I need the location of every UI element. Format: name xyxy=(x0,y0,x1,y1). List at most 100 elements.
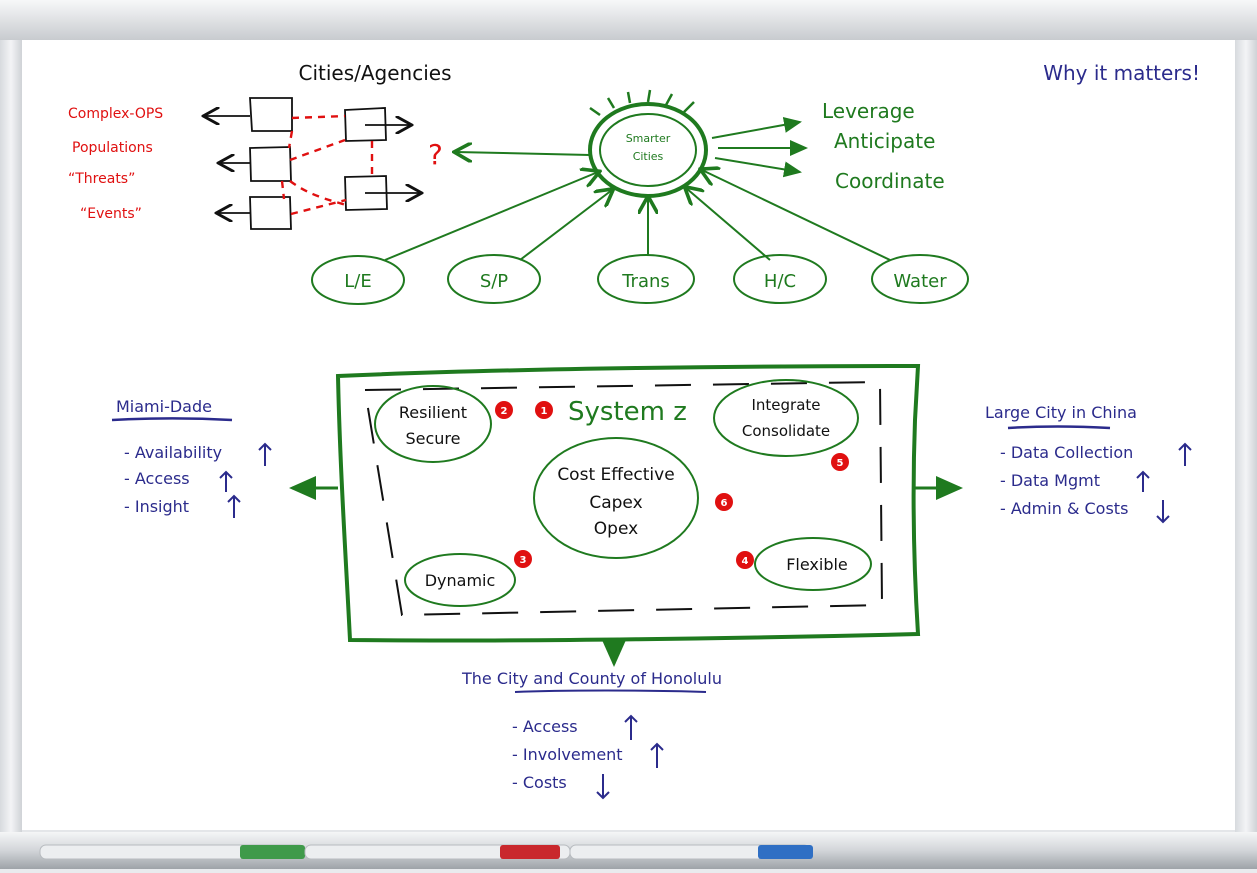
link-3-5 xyxy=(280,180,286,200)
miami-item-insight: - Insight xyxy=(124,497,189,516)
badge-4 xyxy=(736,551,754,569)
cities-agencies-title: Cities/Agencies xyxy=(298,61,451,85)
domain-oval-trans xyxy=(597,254,695,304)
hub-label-line2: Cities xyxy=(633,150,664,163)
badge-3-label: 3 xyxy=(520,555,527,566)
green-marker-cap xyxy=(240,845,305,859)
agency-box-2 xyxy=(344,107,387,142)
question-mark: ? xyxy=(428,138,443,171)
honolulu-underline xyxy=(514,689,707,693)
label-opex: Opex xyxy=(594,519,638,539)
miami-underline xyxy=(111,417,233,422)
badge-3 xyxy=(514,550,532,568)
link-3-4 xyxy=(289,180,347,207)
frame-left xyxy=(0,0,22,869)
link-1-2 xyxy=(291,114,346,120)
system-outer-border xyxy=(335,363,921,643)
hub-label-line1: Smarter xyxy=(626,132,671,145)
domain-sp: S/P xyxy=(480,271,508,292)
label-integrate: Integrate xyxy=(751,396,820,414)
label-cost-effective: Cost Effective xyxy=(557,465,674,485)
label-flexible: Flexible xyxy=(786,555,848,574)
up-arrow-icon xyxy=(1178,442,1192,466)
domain-ovals xyxy=(311,254,969,305)
china-item-data-collection: - Data Collection xyxy=(1000,443,1133,462)
up-arrow-icon xyxy=(227,494,241,518)
numbered-badges: 1 2 3 4 5 6 xyxy=(495,401,849,569)
board-surface xyxy=(22,40,1235,830)
up-arrow-icon xyxy=(1136,470,1150,492)
label-resilient: Resilient xyxy=(399,403,467,422)
china-title: Large City in China xyxy=(985,403,1137,422)
china-section: Large City in China - Data Collection - … xyxy=(985,403,1192,524)
driver-populations: Populations xyxy=(72,140,153,156)
system-dashed-border xyxy=(363,380,884,617)
link-3-2 xyxy=(289,138,346,162)
domain-le: L/E xyxy=(344,271,371,292)
up-arrow-icon xyxy=(258,442,272,466)
agency-links xyxy=(280,114,374,216)
miami-trend-icons xyxy=(219,442,272,518)
link-5-4 xyxy=(290,198,347,216)
miami-title: Miami-Dade xyxy=(116,397,212,416)
badge-2-label: 2 xyxy=(501,406,508,417)
label-capex: Capex xyxy=(589,493,642,513)
arrow-sp xyxy=(519,190,612,261)
outcome-leverage: Leverage xyxy=(822,99,915,123)
outcome-arrows xyxy=(711,116,808,178)
arrow-le xyxy=(384,172,598,261)
china-item-admin-costs: - Admin & Costs xyxy=(1000,499,1128,518)
honolulu-section: The City and County of Honolulu - Access… xyxy=(461,669,722,800)
red-marker-cap xyxy=(500,845,560,859)
tray-markers xyxy=(39,844,813,860)
system-title: System z xyxy=(568,397,687,427)
agency-box-5 xyxy=(249,196,292,230)
miami-item-access: - Access xyxy=(124,469,190,488)
arrow-water xyxy=(702,170,891,261)
badge-6-label: 6 xyxy=(721,498,728,509)
domain-oval-le xyxy=(311,255,405,305)
badge-1-label: 1 xyxy=(541,406,548,417)
miami-item-availability: - Availability xyxy=(124,443,222,462)
down-arrow-icon xyxy=(596,774,610,800)
why-it-matters-title: Why it matters! xyxy=(1043,61,1200,85)
badge-6 xyxy=(715,493,733,511)
honolulu-title: The City and County of Honolulu xyxy=(461,669,722,688)
label-consolidate: Consolidate xyxy=(742,422,830,440)
hub-rays xyxy=(589,89,695,117)
badge-5 xyxy=(831,453,849,471)
domain-oval-hc xyxy=(733,254,827,304)
china-trend-icons xyxy=(1136,442,1192,524)
oval-dynamic xyxy=(404,553,516,607)
domain-oval-water xyxy=(871,254,969,304)
arrow-leverage xyxy=(711,116,802,139)
oval-resilient xyxy=(374,385,492,463)
driver-threats: “Threats” xyxy=(68,171,135,187)
badge-2 xyxy=(495,401,513,419)
oval-integrate xyxy=(713,379,859,457)
driver-complex-ops: Complex-OPS xyxy=(68,106,163,122)
link-1-3 xyxy=(287,130,294,149)
honolulu-item-involvement: - Involvement xyxy=(512,745,623,764)
arrow-to-question xyxy=(456,152,591,155)
honolulu-item-access: - Access xyxy=(512,717,578,736)
china-underline xyxy=(1007,425,1111,430)
up-arrow-icon xyxy=(650,742,664,768)
outcome-anticipate: Anticipate xyxy=(834,129,935,153)
frame-right xyxy=(1235,0,1257,869)
honolulu-trend-icons xyxy=(596,714,664,800)
badge-4-label: 4 xyxy=(742,556,749,567)
domain-trans: Trans xyxy=(621,271,670,292)
blue-marker-cap xyxy=(758,845,813,859)
domain-arrows xyxy=(384,170,891,261)
arrow-coordinate xyxy=(714,157,802,178)
system-z-box: System z Resilient Secure Integrate Cons… xyxy=(289,363,963,667)
domain-water: Water xyxy=(893,271,947,292)
up-arrow-icon xyxy=(624,714,638,740)
badge-1 xyxy=(535,401,553,419)
honolulu-item-costs: - Costs xyxy=(512,773,567,792)
driver-events: “Events” xyxy=(80,206,142,222)
hub-inner-ring xyxy=(599,113,697,187)
